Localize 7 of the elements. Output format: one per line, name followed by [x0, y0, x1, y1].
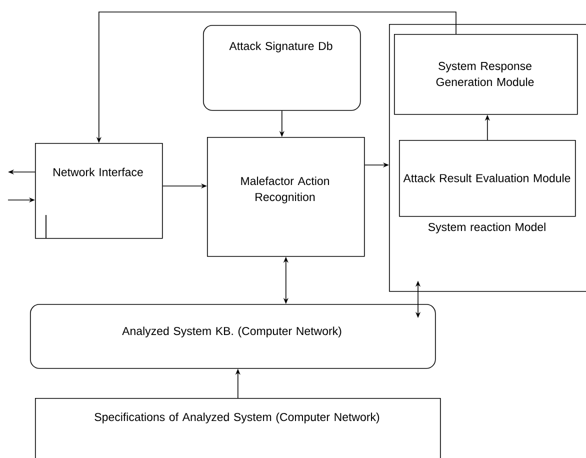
rounded-box: Analyzed System KB. (Computer Network) — [30, 304, 436, 369]
rounded-box: Attack Signature Db — [203, 25, 361, 111]
process-box: Network Interface — [35, 143, 163, 239]
process-box: Attack Result Evaluation Module — [399, 140, 576, 217]
process-box: Specifications of Analyzed System (Computer Network) — [35, 398, 441, 458]
process-box: Malefactor Action Recognition — [207, 137, 365, 257]
process-box: System Response Generation Module — [394, 34, 578, 115]
